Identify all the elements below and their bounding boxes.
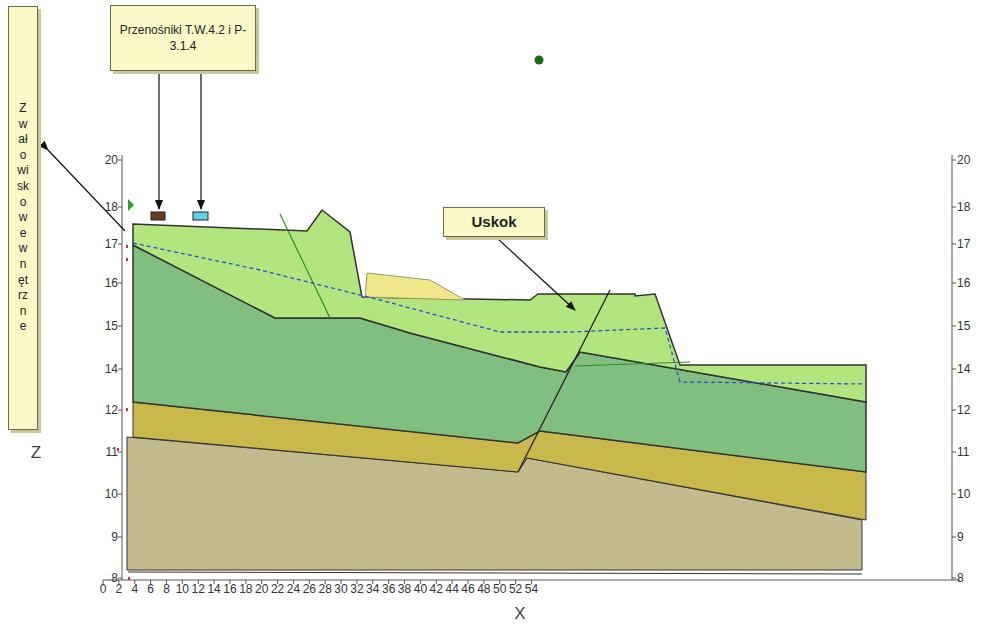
- axis-tick-label: 52: [509, 583, 522, 595]
- axis-tick-label: 36: [382, 583, 395, 595]
- axis-title: X: [514, 605, 525, 622]
- callout-box: Uskok: [443, 207, 545, 237]
- axis-tick-label: 28: [319, 583, 332, 595]
- conveyor-marker: [151, 212, 165, 220]
- axis-tick-label: 10: [105, 488, 118, 500]
- axis-tick-label: 12: [105, 404, 118, 416]
- dump-layer: [133, 210, 866, 402]
- axis-tick-label: 12: [192, 583, 205, 595]
- axis-tick-label: 11: [957, 446, 969, 458]
- axis-title: Z: [31, 444, 41, 461]
- axis-tick-label: 46: [461, 583, 474, 595]
- axis-tick-label: 38: [398, 583, 411, 595]
- axis-tick-label: 10: [176, 583, 189, 595]
- point-marks: [117, 245, 130, 580]
- axis-tick-label: 20: [105, 154, 118, 166]
- axis-tick-label: 16: [223, 583, 236, 595]
- axis-tick-label: 17: [105, 238, 118, 250]
- axis-tick-label: 30: [334, 583, 347, 595]
- axis-tick-label: 42: [430, 583, 443, 595]
- fault-line: [518, 290, 610, 472]
- axis-tick-label: 18: [105, 201, 118, 213]
- axis-tick-label: 26: [303, 583, 316, 595]
- axis-tick-label: 4: [131, 583, 138, 595]
- axis-tick-label: 14: [105, 363, 118, 375]
- axis-tick-label: 16: [957, 277, 970, 289]
- callout-box: Zwałowisko wewnętrzne: [8, 6, 38, 430]
- marker: [128, 199, 134, 211]
- axis-tick-label: 18: [239, 583, 252, 595]
- axis-tick-label: 32: [350, 583, 363, 595]
- axis-tick-label: 15: [105, 320, 118, 332]
- axis-tick-label: 40: [414, 583, 427, 595]
- axis-tick-label: 2: [116, 583, 123, 595]
- axis-tick-label: 6: [147, 583, 154, 595]
- callout-text: Uskok: [465, 212, 522, 232]
- axis-tick-label: 50: [493, 583, 506, 595]
- axis-tick-label: 20: [957, 154, 970, 166]
- sand-patch: [365, 273, 465, 300]
- axis-tick-label: 20: [255, 583, 268, 595]
- axis-tick-label: 9: [111, 531, 118, 543]
- axis-tick-label: 48: [477, 583, 490, 595]
- axis-tick-label: 34: [366, 583, 379, 595]
- axis-tick-label: 12: [957, 404, 970, 416]
- axis-tick-label: 17: [957, 238, 970, 250]
- marker: [535, 56, 544, 65]
- axis-tick-label: 18: [957, 201, 970, 213]
- axis-tick-label: 44: [445, 583, 458, 595]
- axis-tick-label: 9: [957, 531, 964, 543]
- axis-tick-label: 15: [957, 320, 970, 332]
- callout-text: Zwałowisko wewnętrzne: [17, 101, 29, 335]
- axis-tick-label: 14: [207, 583, 220, 595]
- axis-tick-label: 10: [957, 488, 970, 500]
- water-table: [133, 243, 866, 384]
- axis-tick-label: 0: [100, 583, 107, 595]
- axis-tick-label: 16: [105, 277, 118, 289]
- axis-tick-label: 11: [106, 446, 118, 458]
- axis-tick-label: 22: [271, 583, 284, 595]
- leader-line: [48, 72, 575, 310]
- callout-box: Przenośniki T.W.4.2 i P-3.1.4: [110, 5, 256, 71]
- callout-text: Przenośniki T.W.4.2 i P-3.1.4: [111, 22, 255, 54]
- axes: [103, 155, 960, 580]
- axis-tick-label: 14: [957, 363, 970, 375]
- axis-tick-label: 8: [163, 583, 170, 595]
- axis-tick-label: 54: [525, 583, 538, 595]
- axis-tick-label: 8: [957, 572, 964, 584]
- axis-tick-label: 24: [287, 583, 300, 595]
- conveyor-marker: [193, 212, 208, 220]
